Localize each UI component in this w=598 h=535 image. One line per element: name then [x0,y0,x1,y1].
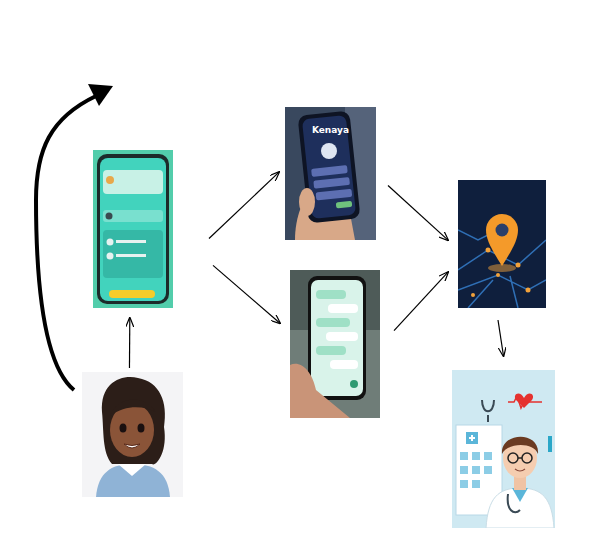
pin-illustration [458,180,546,308]
flow-arrow [209,172,279,238]
chat-photo [290,270,380,418]
doctor-image [452,370,555,528]
flow-arrow [213,265,280,323]
phone-photo: Kenaya [285,107,376,240]
flow-arrow [388,185,448,240]
arrow-head [88,84,113,106]
flow-arrow [394,272,448,331]
location-image [458,180,546,308]
chat-illustration [290,270,380,418]
doctor-illustration [452,370,555,528]
app-illustration [93,150,173,308]
woman-illustration [82,372,183,497]
curved-arrow [36,96,96,390]
flow-arrow [129,318,131,368]
user-avatar [82,372,183,497]
app-screen [93,150,173,308]
flow-arrow [498,320,504,356]
screen-title: Kenaya [285,107,376,135]
